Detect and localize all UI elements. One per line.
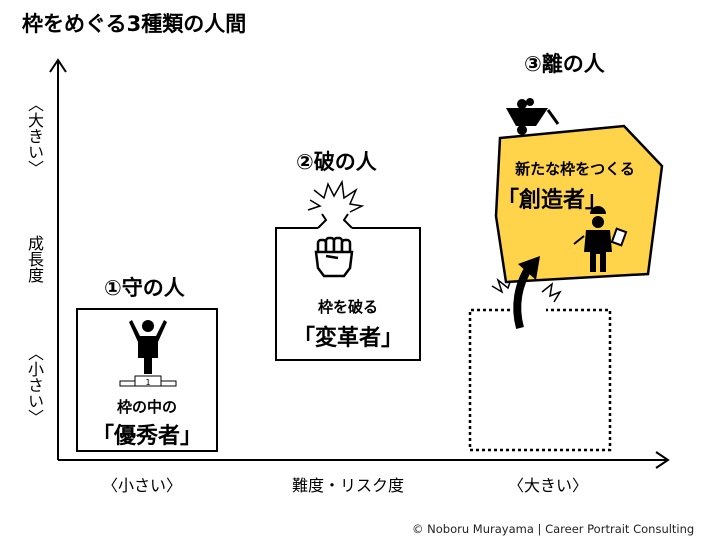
copyright-credit: © Noboru Murayama | Career Portrait Cons… [412, 522, 695, 536]
stage3-line1: 新たな枠をつくる [515, 160, 635, 178]
stage1-line1: 枠の中の [116, 398, 177, 416]
burst-icon [307, 180, 365, 213]
stage3-line2: 「創造者」 [496, 188, 607, 213]
x-label-left: 〈小さい〉 [102, 476, 183, 495]
wheelbarrow-icon [506, 98, 560, 135]
x-label-middle: 難度・リスク度 [292, 476, 405, 495]
x-label-right: 〈大きい〉 [508, 476, 589, 495]
y-label-bottom: 〈小さい〉 [25, 345, 44, 425]
stage3-heading: ③離の人 [524, 52, 605, 76]
burst-icon-2 [491, 275, 562, 303]
stage2-line2: 「変革者」 [292, 326, 403, 351]
stage1-box [76, 308, 218, 452]
stage1-heading: ①守の人 [104, 276, 185, 300]
stage2-heading: ②破の人 [296, 150, 377, 174]
y-label-middle: 成長度 [25, 235, 44, 283]
fist-icon [314, 236, 354, 278]
podium-number: 1 [145, 378, 150, 387]
stage2-line1: 枠を破る [317, 298, 378, 316]
podium-person-icon: 1 [119, 320, 177, 387]
stage3-graphics [468, 98, 664, 452]
worker-icon [573, 206, 628, 272]
y-axis-arrow [49, 58, 67, 73]
dotted-frame [468, 308, 612, 452]
y-label-top: 〈大きい〉 [25, 96, 44, 176]
stage2-broken-box [275, 180, 421, 361]
diagram-title: 枠をめぐる3種類の人間 [22, 12, 247, 36]
stage1-line2: 「優秀者」 [91, 424, 202, 449]
x-axis-arrow [655, 451, 670, 469]
